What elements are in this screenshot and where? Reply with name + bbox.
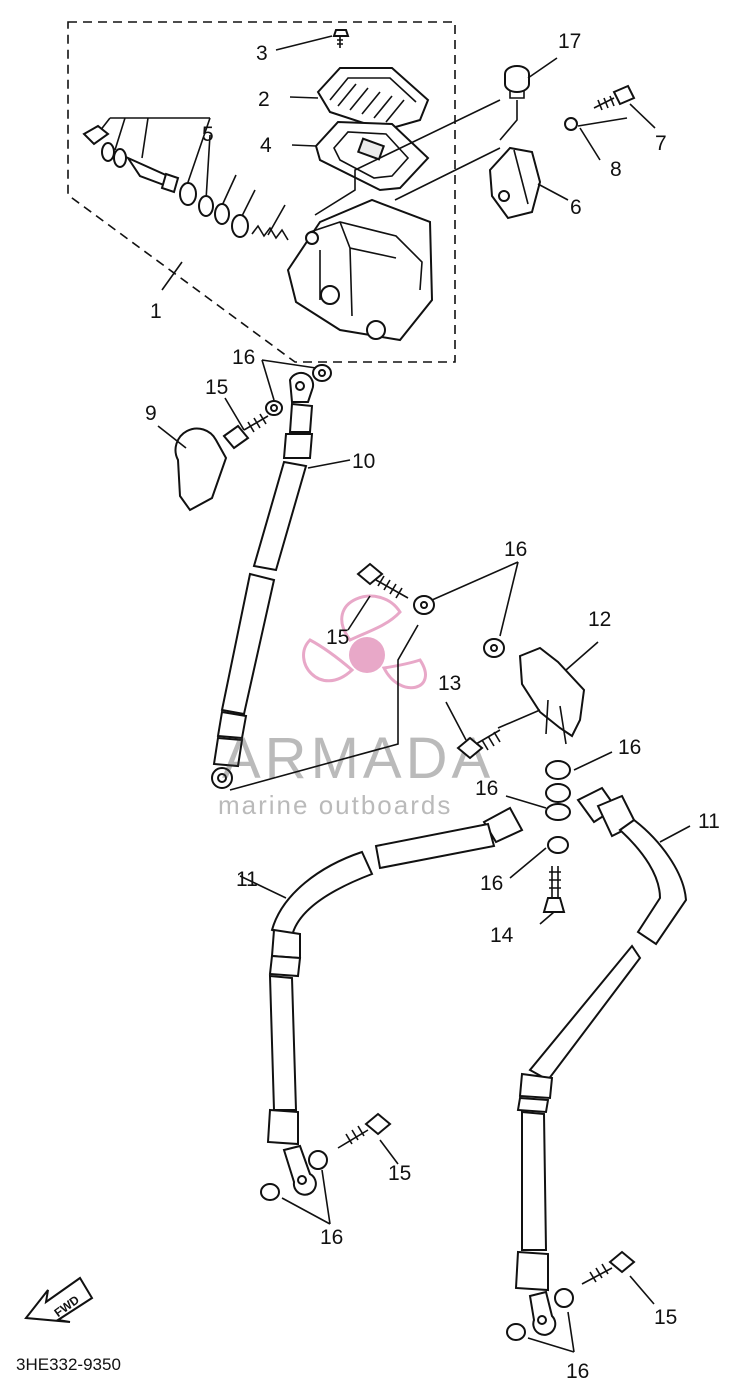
callout-15-upper: 15 [205, 376, 228, 399]
callout-14: 14 [490, 924, 514, 947]
part-5-piston-kit [82, 117, 289, 241]
callout-11-right: 11 [698, 810, 720, 833]
part-8-washer [564, 117, 578, 131]
part-1-master-cylinder-body [286, 99, 501, 342]
part-15-bolt-lower-right [581, 1250, 655, 1305]
callout-16-middle: 16 [504, 538, 527, 561]
part-15-bolt-top [222, 397, 269, 450]
callout-4: 4 [260, 134, 272, 157]
part-9-cover [157, 425, 228, 512]
part-4-diaphragm [314, 120, 430, 192]
callout-6: 6 [570, 196, 582, 219]
callout-15-lower-left: 15 [388, 1162, 411, 1185]
part-12-joint [497, 641, 599, 745]
callout-7: 7 [655, 132, 667, 155]
callout-11-left: 11 [236, 868, 258, 891]
propeller-logo [302, 594, 427, 690]
part-11-right-hose [506, 786, 691, 1353]
callout-17: 17 [558, 30, 581, 53]
callout-16-stack-top: 16 [618, 736, 641, 759]
callout-2: 2 [258, 88, 270, 111]
part-2-reservoir-cap [316, 67, 430, 132]
fwd-arrow: FWD [24, 1276, 94, 1323]
part-6-clamp-holder [488, 146, 542, 220]
callout-16-lower-left: 16 [320, 1226, 343, 1249]
upper-banjo-group [261, 359, 332, 416]
callout-9: 9 [145, 402, 157, 425]
callout-15-middle: 15 [326, 626, 349, 649]
callout-10: 10 [352, 450, 375, 473]
part-11-left-hose [239, 806, 524, 1225]
callout-1: 1 [150, 300, 162, 323]
part-15-bolt-middle [347, 562, 409, 631]
assembly-outline [67, 21, 456, 363]
part-14-bolt [539, 866, 566, 925]
diagram-code: 3HE332-9350 [16, 1355, 121, 1374]
callout-8: 8 [610, 158, 622, 181]
callout-3: 3 [256, 42, 268, 65]
center-banjo-stack [505, 751, 613, 879]
part-3-screw [332, 29, 350, 48]
callout-16-stack-mid: 16 [475, 777, 498, 800]
part-7-bolt [593, 84, 636, 111]
callout-16-upper: 16 [232, 346, 255, 369]
callout-5: 5 [202, 123, 214, 146]
callout-16-lower-right: 16 [566, 1360, 589, 1383]
callout-12: 12 [588, 608, 611, 631]
callout-13: 13 [438, 672, 461, 695]
callout-15-lower-right: 15 [654, 1306, 677, 1329]
part-13-bolt [445, 701, 501, 760]
part-10-upper-hose [211, 371, 351, 789]
part-15-bolt-lower-left [337, 1112, 399, 1165]
part-17-plug [499, 65, 530, 141]
callout-16-stack-bottom: 16 [480, 872, 503, 895]
tagline-wordmark: marine outboards [218, 790, 452, 820]
